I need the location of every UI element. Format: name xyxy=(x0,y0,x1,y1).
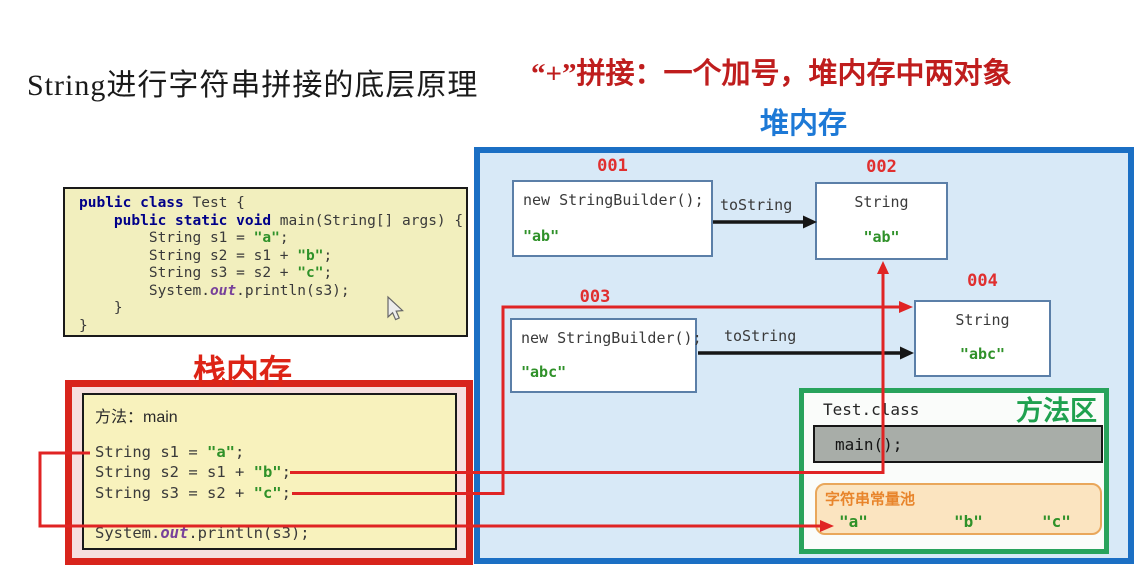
code-line: } xyxy=(79,300,123,316)
object-004-type: String xyxy=(955,311,1010,329)
string-constant-pool: 字符串常量池 "a" "b" "c" xyxy=(815,483,1102,535)
string-object-002: String "ab" xyxy=(815,182,948,260)
object-id-003: 003 xyxy=(579,287,611,307)
code-line: public class Test { xyxy=(79,195,245,211)
object-001-code: new StringBuilder(); xyxy=(523,191,704,209)
stack-line-println: System.out.println(s3); xyxy=(95,524,310,542)
tostring-label-2: toString xyxy=(724,327,797,345)
object-003-code: new StringBuilder(); xyxy=(521,329,702,347)
stack-line-s3: String s3 = s2 + "c"; xyxy=(95,484,291,502)
code-line: String s2 = s1 + "b"; xyxy=(79,247,333,264)
object-001-value: "ab" xyxy=(523,227,560,245)
code-line: String s3 = s2 + "c"; xyxy=(79,265,333,281)
object-id-002: 002 xyxy=(866,157,897,177)
code-line: System.out.println(s3); xyxy=(79,282,350,299)
string-object-004: String "abc" xyxy=(914,300,1051,377)
subtitle-annotation: “+”拼接：一个加号，堆内存中两对象 xyxy=(531,58,1012,90)
stack-method-name: 方法：main xyxy=(95,409,178,426)
object-003-value: "abc" xyxy=(521,363,567,381)
stringbuilder-object-003: new StringBuilder(); "abc" xyxy=(510,318,702,393)
pool-item-b: "b" xyxy=(954,512,983,531)
pool-item-c: "c" xyxy=(1042,512,1071,531)
stack-line-s1: String s1 = "a"; xyxy=(95,443,245,461)
page-title: String进行字符串拼接的底层原理 xyxy=(27,69,479,102)
object-id-001: 001 xyxy=(597,156,628,176)
stack-memory-label: 栈内存 xyxy=(193,353,292,390)
stack-line-s2: String s2 = s1 + "b"; xyxy=(95,463,291,481)
stringbuilder-object-001: new StringBuilder(); "ab" xyxy=(512,180,713,257)
tostring-label-1: toString xyxy=(720,196,793,214)
class-name: Test.class xyxy=(823,400,920,419)
pool-item-a: "a" xyxy=(839,512,868,531)
source-code-panel: public class Test { public static void m… xyxy=(63,187,468,337)
object-id-004: 004 xyxy=(967,271,998,291)
constant-pool-label: 字符串常量池 xyxy=(825,491,916,508)
heap-memory-label: 堆内存 xyxy=(760,108,848,140)
object-002-type: String xyxy=(854,193,909,211)
code-line: public static void main(String[] args) { xyxy=(113,212,464,229)
main-method-text: main(); xyxy=(835,435,903,454)
object-004-value: "abc" xyxy=(959,345,1006,363)
method-area-label: 方法区 xyxy=(1016,396,1097,426)
code-line: String s1 = "a"; xyxy=(79,230,289,246)
code-line: } xyxy=(79,317,88,334)
object-002-value: "ab" xyxy=(863,228,900,246)
main-method-box: main(); xyxy=(813,425,1103,463)
